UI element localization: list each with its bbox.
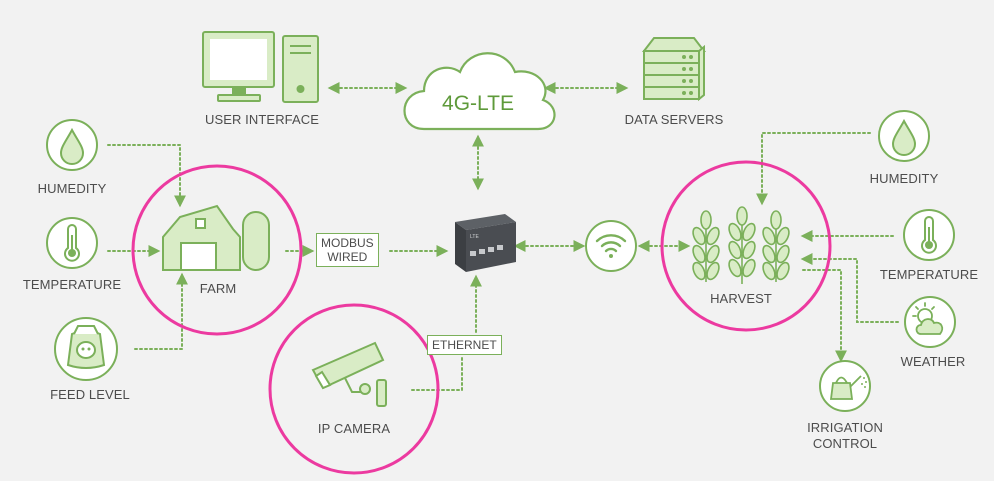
temperature-left-badge [46, 217, 98, 269]
feed-level-badge [54, 317, 118, 381]
highlight-rings [131, 160, 832, 475]
temperature-left-label: TEMPERATURE [22, 277, 122, 292]
humidity-right-label: HUMEDITY [869, 171, 939, 186]
security-camera-icon [311, 341, 387, 407]
cloud-label: 4G-LTE [442, 92, 514, 115]
sun-cloud-icon [912, 302, 944, 335]
weather-label: WEATHER [900, 354, 966, 369]
irrigation-label-line1: IRRIGATION [807, 420, 883, 435]
farm-label: FARM [199, 281, 237, 296]
weather-badge [904, 296, 956, 348]
data-servers-label: DATA SERVERS [624, 112, 724, 127]
irrigation-label-line2: CONTROL [812, 436, 878, 451]
camera-ethernet-connector [411, 355, 463, 391]
feed-farm-connector [134, 272, 188, 350]
thermometer-icon [921, 216, 937, 254]
wifi-icon [595, 234, 627, 258]
ip-camera-label: IP CAMERA [317, 421, 391, 436]
modbus-wired-tag: MODBUS WIRED [316, 233, 379, 267]
camera-highlight-ring [268, 303, 440, 475]
server-rack-icon [641, 37, 707, 102]
temperature-right-label: TEMPERATURE [879, 267, 979, 282]
feed-level-label: FEED LEVEL [50, 387, 130, 402]
harvest-label: HARVEST [710, 291, 772, 306]
humidity-right-badge [878, 110, 930, 162]
humidity-farm-connector [107, 144, 186, 208]
ethernet-tag: ETHERNET [427, 335, 502, 355]
svg-text:LTE: LTE [470, 234, 479, 240]
wheat-stalk-2 [728, 206, 756, 284]
feed-sack-icon [66, 325, 106, 369]
user-interface-label: USER INTERFACE [204, 112, 320, 127]
lte-router-icon: LTE [455, 214, 516, 272]
humidity-left-badge [46, 119, 98, 171]
modbus-tag-line1: MODBUS [321, 236, 374, 250]
temperature-right-badge [903, 209, 955, 261]
computer-icon [202, 31, 319, 103]
wifi-badge [585, 220, 637, 272]
wheat-stalk-1 [692, 210, 720, 282]
barn-icon [162, 204, 270, 271]
cloud-icon [403, 52, 556, 131]
water-drop-icon [891, 118, 917, 156]
harvest-irrigation-connector [802, 269, 847, 363]
thermometer-icon [64, 224, 80, 262]
farm-highlight-ring [131, 164, 303, 336]
water-drop-icon [59, 127, 85, 165]
humidity-harvest-connector [756, 132, 871, 206]
wheat-stalk-3 [762, 210, 790, 282]
harvest-highlight-ring [660, 160, 832, 332]
humidity-left-label: HUMEDITY [37, 181, 107, 196]
wheat-icon [692, 206, 790, 284]
irrigation-badge [819, 360, 871, 412]
irrigation-label: IRRIGATION CONTROL [807, 420, 883, 452]
watering-can-icon [829, 375, 867, 400]
modbus-tag-line2: WIRED [327, 250, 368, 264]
